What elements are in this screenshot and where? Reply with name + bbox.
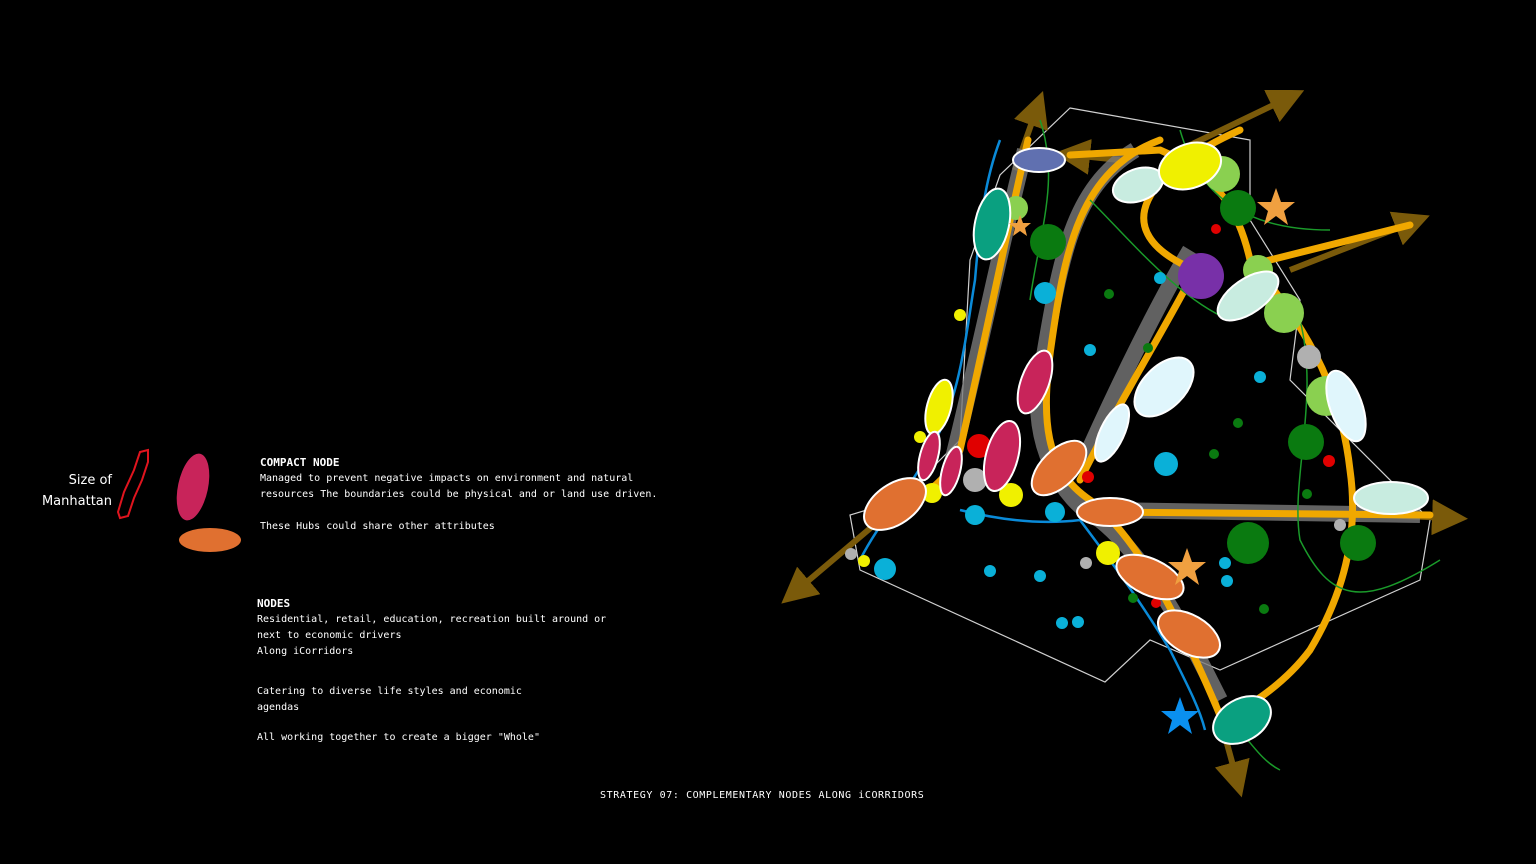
compact-node-line1: Managed to prevent negative impacts on e… <box>260 473 634 484</box>
red-circle <box>967 434 991 458</box>
cyan-circle <box>1056 617 1068 629</box>
cyan-circle <box>1034 282 1056 304</box>
purple-circle <box>1178 253 1224 299</box>
size-of-manhattan-label: Size of Manhattan <box>30 470 112 512</box>
orange-star-icon <box>1009 215 1031 236</box>
ice-node <box>1133 356 1195 418</box>
yellow-circle <box>922 483 942 503</box>
light-green-circle <box>1264 293 1304 333</box>
green-circle <box>1220 190 1256 226</box>
cyan-circle <box>1154 452 1178 476</box>
pale-node <box>1353 481 1429 515</box>
nodes-line1: Residential, retail, education, recreati… <box>257 614 607 625</box>
compact-node-line2: resources The boundaries could be physic… <box>260 489 658 500</box>
blue-star-icon <box>1161 697 1199 734</box>
red-circle <box>1323 455 1335 467</box>
ice-node <box>1325 369 1367 443</box>
cyan-circle <box>1221 575 1233 587</box>
small-green-circle <box>1209 449 1219 459</box>
green-circle <box>1030 224 1066 260</box>
green-circle <box>1288 424 1324 460</box>
orange-node <box>1076 497 1144 527</box>
orange-node <box>863 477 927 531</box>
cyan-circle <box>1154 272 1166 284</box>
red-circle <box>1211 224 1221 234</box>
nodes-heading: NODES <box>257 597 291 610</box>
yellow-circle <box>914 431 926 443</box>
nodes-line4: Catering to diverse life styles and econ… <box>257 686 522 697</box>
grey-circle <box>1080 557 1092 569</box>
compact-node-description: COMPACT NODE Managed to prevent negative… <box>260 455 657 535</box>
magenta-node <box>939 445 963 497</box>
star-markers <box>1009 188 1295 734</box>
orange-node <box>1115 553 1185 601</box>
arrow-northeast <box>1178 90 1305 153</box>
corridor-ne <box>1246 221 1414 269</box>
arrow-southwest <box>781 517 882 604</box>
red-circle <box>1151 598 1161 608</box>
teal-node <box>972 187 1012 261</box>
yellow-node <box>1158 141 1222 191</box>
nodes-line5: agendas <box>257 702 300 713</box>
study-area-boundary <box>849 107 1431 683</box>
grey-circle <box>1334 519 1346 531</box>
small-green-circle <box>1259 604 1269 614</box>
strategy-caption: STRATEGY 07: COMPLEMENTARY NODES ALONG i… <box>600 790 925 801</box>
orange-star-icon <box>1168 548 1206 585</box>
node-ellipses <box>863 141 1429 745</box>
small-green-circle <box>1302 489 1312 499</box>
magenta-node <box>982 419 1022 493</box>
magenta-node <box>1016 349 1054 415</box>
size-label-line2: Manhattan <box>41 494 112 509</box>
cyan-circle <box>1034 570 1046 582</box>
yellow-circle <box>999 483 1023 507</box>
nodes-line3: Along iCorridors <box>257 646 354 657</box>
small-green-circle <box>1128 593 1138 603</box>
yellow-circle <box>858 555 870 567</box>
cyan-circle <box>1072 616 1084 628</box>
yellow-circle <box>954 309 966 321</box>
grey-circle <box>963 468 987 492</box>
compact-node-orange-swatch <box>179 528 241 552</box>
cyan-circle <box>874 558 896 580</box>
teal-node <box>1212 695 1272 745</box>
corridor-nodes-map <box>781 90 1468 798</box>
slate-node <box>1012 147 1066 173</box>
grey-circle <box>1297 345 1321 369</box>
cyan-circle <box>1084 344 1096 356</box>
cyan-circle <box>1219 557 1231 569</box>
nodes-line2: next to economic drivers <box>257 630 402 641</box>
size-label-line1: Size of <box>68 473 112 488</box>
corridor-east <box>1096 508 1434 519</box>
nodes-line6: All working together to create a bigger … <box>257 732 540 743</box>
cyan-circle <box>1254 371 1266 383</box>
red-circle <box>1082 471 1094 483</box>
orange-node <box>1030 439 1088 497</box>
manhattan-outline-icon <box>116 448 149 520</box>
pale-node <box>1216 270 1280 322</box>
small-green-circle <box>1104 289 1114 299</box>
compact-node-magenta-swatch <box>176 453 210 521</box>
magenta-node <box>917 430 941 482</box>
compact-node-line3: These Hubs could share other attributes <box>260 521 495 532</box>
nodes-description: NODES Residential, retail, education, re… <box>257 596 606 746</box>
cyan-circle <box>1045 502 1065 522</box>
green-circle <box>1227 522 1269 564</box>
green-circle <box>1340 525 1376 561</box>
grey-circle <box>845 548 857 560</box>
cyan-circle <box>984 565 996 577</box>
ice-node <box>1093 403 1131 463</box>
compact-node-heading: COMPACT NODE <box>260 456 340 469</box>
small-green-circle <box>1233 418 1243 428</box>
cyan-circle <box>965 505 985 525</box>
orange-star-icon <box>1257 188 1295 225</box>
orange-node <box>1157 609 1221 659</box>
small-green-circle <box>1143 343 1153 353</box>
yellow-circle <box>1096 541 1120 565</box>
legend-shapes <box>116 448 241 552</box>
